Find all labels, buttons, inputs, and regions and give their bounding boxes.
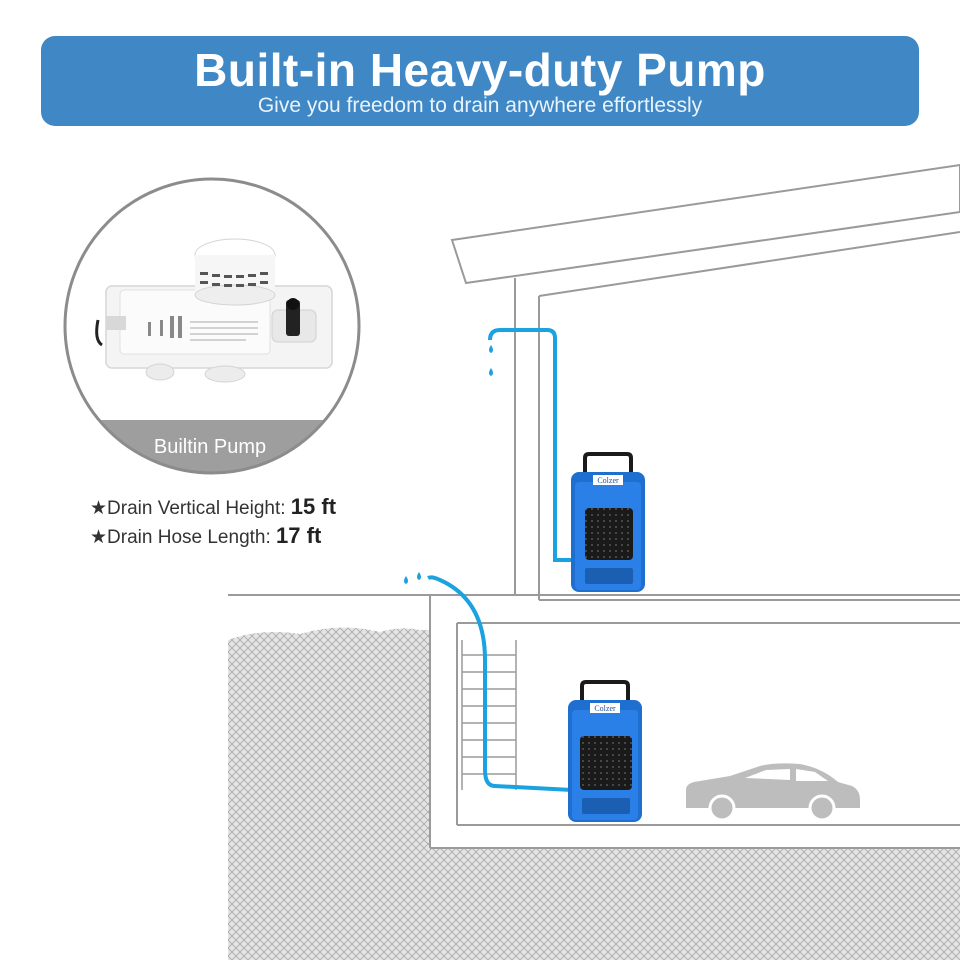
spec-value: 17 ft [276,523,322,548]
spec-value: 15 ft [290,494,337,519]
water-drop-icon [404,345,493,584]
dehumidifier-icon: Colzer [568,680,642,822]
pump-label: Builtin Pump [153,436,267,458]
header-banner: Built-in Heavy-duty Pump Give you freedo… [41,36,919,126]
pump-inset [63,177,361,475]
pump-icon [95,238,333,383]
drain-hose-lower [427,575,573,792]
spec-label: Drain Vertical Height: [107,498,291,519]
spec-hose-length: ★Drain Hose Length: 17 ft [90,523,321,551]
brand-label-lower: Colzer [594,704,616,713]
banner-subtitle: Give you freedom to drain anywhere effor… [257,94,703,117]
spec-label: Drain Hose Length: [107,527,277,548]
car-icon [686,763,860,822]
soil-bottom [430,848,960,960]
spec-drain-height: ★Drain Vertical Height: 15 ft [90,494,336,522]
banner-title: Built-in Heavy-duty Pump [194,44,766,96]
star-icon: ★ [90,498,108,519]
drain-hose-upper [488,328,578,562]
soil-left [228,627,430,960]
star-icon: ★ [90,527,108,548]
brand-label-upper: Colzer [597,476,619,485]
house-walls [228,231,960,849]
roof [450,163,960,285]
basement-stairs [461,640,517,790]
dehumidifier-icon: Colzer [571,452,645,592]
